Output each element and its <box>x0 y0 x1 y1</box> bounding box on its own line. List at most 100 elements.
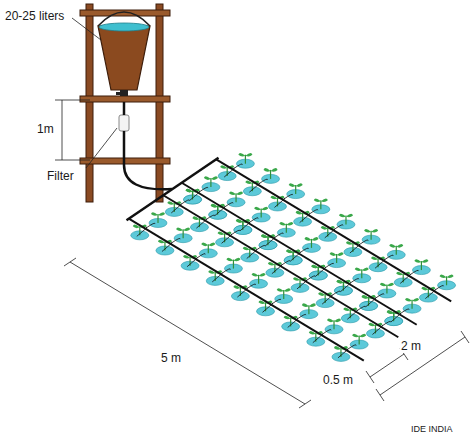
plant <box>316 292 334 307</box>
plant <box>282 316 300 331</box>
micro-tube <box>400 275 410 284</box>
plant <box>394 272 412 287</box>
plant <box>174 227 192 242</box>
plant <box>319 226 337 241</box>
micro-tube <box>196 219 206 228</box>
micro-tube <box>222 234 232 243</box>
plant <box>277 222 295 237</box>
micro-tube <box>263 303 273 312</box>
plant <box>202 176 220 191</box>
lateral-pipe <box>163 195 398 337</box>
micro-tube <box>249 183 259 192</box>
bucket <box>98 12 150 96</box>
micro-tube <box>212 273 222 282</box>
plant <box>234 219 252 234</box>
plant <box>412 259 430 274</box>
micro-tube <box>237 288 247 297</box>
plant <box>385 310 403 325</box>
plant <box>291 277 309 292</box>
plant <box>243 180 261 195</box>
filter <box>119 102 129 131</box>
micro-tube <box>137 227 147 236</box>
plant <box>341 308 359 323</box>
micro-tube <box>290 252 300 261</box>
plant <box>438 274 456 289</box>
micro-tube <box>171 204 181 213</box>
plant <box>252 207 270 222</box>
plant <box>266 262 284 277</box>
micro-tube <box>347 310 357 319</box>
dimension-1m <box>55 100 90 160</box>
dimension-2m <box>376 331 469 401</box>
plant <box>184 189 202 204</box>
micro-tube <box>350 244 360 253</box>
micro-tube <box>391 313 401 322</box>
lateral-pipe <box>182 183 417 325</box>
header-pipe <box>127 158 219 220</box>
micro-tube <box>162 243 172 252</box>
plant <box>262 168 280 183</box>
micro-tube <box>366 298 376 307</box>
plant <box>344 241 362 256</box>
micro-tube <box>240 222 250 231</box>
plant <box>378 283 396 298</box>
leader-lines <box>72 18 117 168</box>
plant <box>149 212 167 227</box>
micro-tube <box>313 334 323 343</box>
plant <box>302 237 320 252</box>
plant <box>387 244 405 259</box>
plant <box>268 196 286 211</box>
plant <box>362 229 380 244</box>
plant <box>259 234 277 249</box>
micro-tube <box>341 283 351 292</box>
plant <box>360 295 378 310</box>
micro-tube <box>224 168 234 177</box>
plant <box>385 310 403 325</box>
plant <box>284 249 302 264</box>
plant <box>156 240 174 255</box>
micro-tube <box>322 295 332 304</box>
plant <box>403 298 421 313</box>
plant <box>216 232 234 247</box>
plant <box>284 250 302 265</box>
hose <box>124 131 172 189</box>
plant <box>287 183 305 198</box>
plant <box>165 201 183 216</box>
plant <box>309 265 327 280</box>
micro-tube <box>325 229 335 238</box>
plant <box>241 247 259 262</box>
micro-tube <box>274 199 284 208</box>
pipes <box>127 158 452 361</box>
plant <box>234 219 252 234</box>
plant <box>224 258 242 273</box>
plant <box>360 295 378 310</box>
dimension-label: 0.5 m <box>322 374 354 387</box>
plant <box>309 265 327 280</box>
plant <box>275 288 293 303</box>
dimension-5m <box>64 258 311 408</box>
plant <box>307 331 325 346</box>
micro-tube <box>272 265 282 274</box>
plant <box>332 346 350 361</box>
plant <box>231 285 249 300</box>
plant <box>206 270 224 285</box>
plant <box>199 243 217 258</box>
lateral-pipe <box>216 159 451 301</box>
plant <box>300 303 318 318</box>
micro-tube <box>215 207 225 216</box>
plant <box>131 225 149 240</box>
plant <box>353 267 371 282</box>
plant <box>334 280 352 295</box>
drip-field <box>127 153 456 361</box>
plant <box>259 234 277 249</box>
micro-tube <box>300 214 310 223</box>
plant <box>312 199 330 214</box>
plant <box>209 204 227 219</box>
plant <box>184 189 202 204</box>
micro-tube <box>297 280 307 289</box>
plant <box>369 256 387 271</box>
lateral-pipe <box>129 219 364 361</box>
part-label: Filter <box>46 170 75 183</box>
dimension-0-5m <box>366 348 408 383</box>
dimension-label: 2 m <box>400 340 422 353</box>
